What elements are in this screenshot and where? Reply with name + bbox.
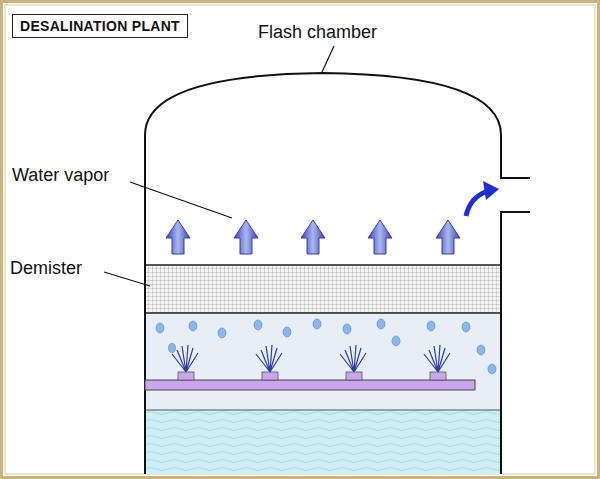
part-label: Flash chamber: [258, 22, 377, 43]
part-label: Demister: [10, 258, 82, 279]
title-box: DESALINATION PLANT: [12, 14, 188, 38]
part-label: Water vapor: [12, 165, 109, 186]
